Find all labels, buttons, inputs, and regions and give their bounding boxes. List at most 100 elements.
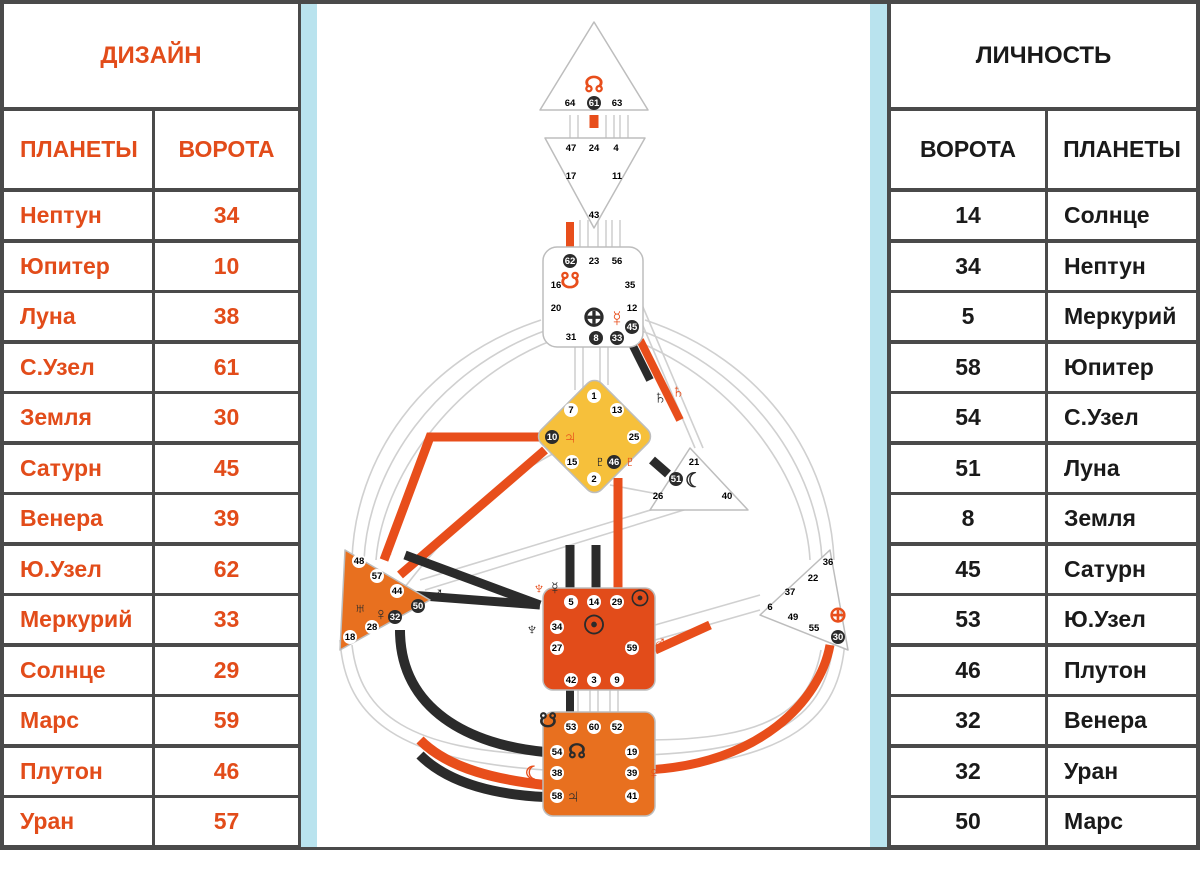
svg-text:57: 57 bbox=[372, 571, 383, 582]
design-planet-cell: Юпитер bbox=[4, 243, 152, 290]
north-node-icon: ☊ bbox=[568, 741, 586, 763]
svg-text:17: 17 bbox=[566, 171, 577, 182]
personality-planet-cell: Венера bbox=[1048, 697, 1196, 744]
svg-text:34: 34 bbox=[552, 622, 563, 633]
svg-text:29: 29 bbox=[612, 597, 623, 608]
personality-planet-cell: Солнце bbox=[1048, 192, 1196, 239]
design-gate-cell: 38 bbox=[155, 293, 298, 340]
mars-icon: ♂ bbox=[653, 632, 667, 652]
personality-col-gates: ВОРОТА bbox=[891, 111, 1045, 188]
neptune-icon: ♆ bbox=[525, 619, 539, 639]
svg-text:39: 39 bbox=[627, 768, 638, 779]
moon-icon: ☾ bbox=[525, 763, 541, 783]
personality-gate-cell: 53 bbox=[891, 596, 1045, 643]
svg-text:45: 45 bbox=[627, 322, 638, 333]
neptune-icon: ♆ bbox=[532, 578, 546, 598]
mercury-icon: ☿ bbox=[609, 306, 626, 331]
personality-planet-cell: С.Узел bbox=[1048, 394, 1196, 441]
earth-icon: ⊕ bbox=[582, 301, 605, 332]
design-gate-cell: 33 bbox=[155, 596, 298, 643]
svg-text:3: 3 bbox=[591, 675, 596, 686]
personality-gate-cell: 32 bbox=[891, 697, 1045, 744]
design-planet-cell: Ю.Узел bbox=[4, 546, 152, 593]
design-planet-cell: Солнце bbox=[4, 647, 152, 694]
personality-gate-cell: 54 bbox=[891, 394, 1045, 441]
design-planet-cell: Нептун bbox=[4, 192, 152, 239]
svg-text:15: 15 bbox=[567, 457, 578, 468]
throat-center bbox=[542, 246, 644, 348]
svg-text:21: 21 bbox=[689, 457, 700, 468]
svg-text:46: 46 bbox=[609, 457, 620, 468]
venus-icon: ♀ bbox=[647, 763, 661, 783]
svg-text:56: 56 bbox=[612, 256, 623, 267]
svg-text:25: 25 bbox=[629, 432, 640, 443]
design-planet-cell: Венера bbox=[4, 495, 152, 542]
design-gate-cell: 39 bbox=[155, 495, 298, 542]
svg-text:42: 42 bbox=[566, 675, 577, 686]
svg-text:50: 50 bbox=[413, 601, 424, 612]
svg-text:18: 18 bbox=[345, 632, 356, 643]
personality-gate-cell: 45 bbox=[891, 546, 1045, 593]
svg-text:30: 30 bbox=[833, 632, 844, 643]
personality-planet-cell: Юпитер bbox=[1048, 344, 1196, 391]
sacral-center bbox=[542, 587, 656, 691]
saturn-icon: ♄ bbox=[653, 387, 668, 409]
svg-text:36: 36 bbox=[823, 557, 834, 568]
svg-text:44: 44 bbox=[392, 586, 403, 597]
centers bbox=[339, 21, 849, 817]
personality-planet-cell: Нептун bbox=[1048, 243, 1196, 290]
root-center bbox=[542, 711, 656, 817]
svg-text:49: 49 bbox=[788, 612, 799, 623]
personality-gate-cell: 51 bbox=[891, 445, 1045, 492]
svg-text:9: 9 bbox=[614, 675, 619, 686]
svg-text:12: 12 bbox=[627, 303, 638, 314]
svg-text:27: 27 bbox=[552, 643, 563, 654]
personality-planet-cell: Луна bbox=[1048, 445, 1196, 492]
svg-text:61: 61 bbox=[589, 98, 600, 109]
mars-icon: ♂ bbox=[430, 583, 445, 605]
design-gate-cell: 34 bbox=[155, 192, 298, 239]
personality-planet-cell: Марс bbox=[1048, 798, 1196, 845]
svg-text:6: 6 bbox=[767, 602, 772, 613]
design-gate-cell: 30 bbox=[155, 394, 298, 441]
ajna-center bbox=[544, 137, 646, 229]
svg-text:53: 53 bbox=[566, 722, 577, 733]
personality-title: ЛИЧНОСТЬ bbox=[891, 4, 1196, 107]
svg-text:19: 19 bbox=[627, 747, 638, 758]
svg-text:38: 38 bbox=[552, 768, 563, 779]
svg-text:41: 41 bbox=[627, 791, 638, 802]
svg-text:43: 43 bbox=[589, 210, 600, 221]
svg-text:20: 20 bbox=[551, 303, 562, 314]
design-col-planets: ПЛАНЕТЫ bbox=[4, 111, 152, 188]
svg-text:16: 16 bbox=[551, 280, 562, 291]
personality-gate-cell: 5 bbox=[891, 293, 1045, 340]
sun-icon: ☉ bbox=[630, 586, 650, 611]
jupiter-icon: ♃ bbox=[566, 786, 581, 808]
svg-text:60: 60 bbox=[589, 722, 600, 733]
design-planet-cell: Луна bbox=[4, 293, 152, 340]
svg-text:8: 8 bbox=[593, 333, 598, 344]
design-planet-cell: С.Узел bbox=[4, 344, 152, 391]
svg-text:2: 2 bbox=[591, 474, 596, 485]
svg-text:59: 59 bbox=[627, 643, 638, 654]
south-node-icon: ☋ bbox=[560, 268, 580, 293]
svg-text:64: 64 bbox=[565, 98, 576, 109]
svg-text:62: 62 bbox=[565, 256, 576, 267]
design-planet-cell: Плутон bbox=[4, 748, 152, 795]
personality-gate-cell: 50 bbox=[891, 798, 1045, 845]
design-planet-cell: Уран bbox=[4, 798, 152, 845]
north-node-icon: ☊ bbox=[584, 72, 604, 97]
svg-text:13: 13 bbox=[612, 405, 623, 416]
svg-text:58: 58 bbox=[552, 791, 563, 802]
personality-gate-cell: 8 bbox=[891, 495, 1045, 542]
defined-channels bbox=[379, 115, 835, 802]
uranus-icon: ♅ bbox=[382, 542, 395, 561]
svg-text:32: 32 bbox=[390, 612, 401, 623]
svg-text:47: 47 bbox=[566, 143, 577, 154]
jupiter-icon: ♃ bbox=[563, 427, 578, 449]
design-gate-cell: 61 bbox=[155, 344, 298, 391]
svg-text:55: 55 bbox=[809, 623, 820, 634]
svg-text:11: 11 bbox=[612, 171, 623, 182]
personality-gate-cell: 34 bbox=[891, 243, 1045, 290]
